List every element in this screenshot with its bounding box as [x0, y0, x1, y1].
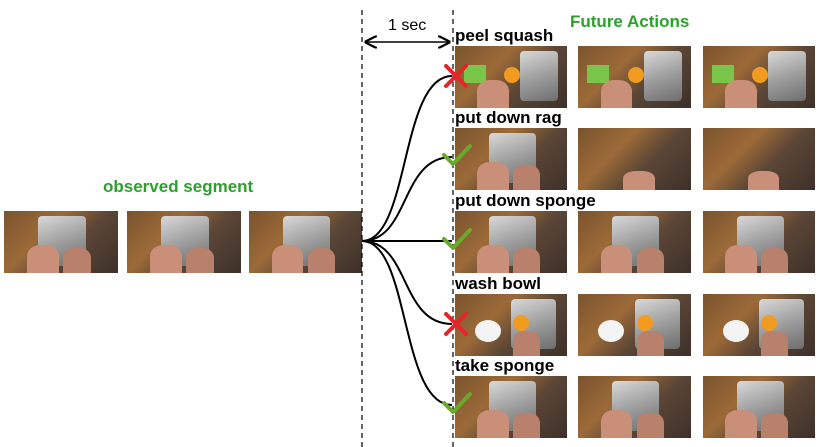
action-5-frame-2	[578, 376, 691, 438]
branch-line-2	[361, 156, 453, 242]
action-2-frame-1	[455, 128, 567, 190]
action-label-1: peel squash	[455, 26, 554, 45]
check-icon-2	[442, 144, 472, 166]
branch-lines	[361, 75, 453, 406]
status-marks	[442, 64, 472, 414]
action-5-frame-1	[455, 376, 567, 438]
branch-line-4	[361, 240, 453, 325]
action-3-frame-2	[578, 211, 691, 273]
interval-label: 1 sec	[388, 17, 427, 34]
branch-line-5	[361, 240, 453, 406]
action-4-frame-1	[455, 294, 567, 356]
observed-frame-3	[249, 211, 362, 273]
check-icon-5	[442, 392, 472, 414]
observed-segment-title: observed segment	[103, 177, 254, 196]
action-2-frame-3	[703, 128, 815, 190]
cross-icon-1	[444, 64, 468, 88]
action-4-frame-3	[703, 294, 815, 356]
action-label-3: put down sponge	[455, 191, 596, 210]
check-icon-3	[442, 228, 472, 250]
observed-frame-1	[4, 211, 118, 273]
future-actions-title: Future Actions	[570, 12, 690, 31]
branch-line-1	[361, 75, 453, 242]
cross-icon-4	[444, 312, 468, 336]
action-1-frame-2	[578, 46, 691, 108]
action-label-5: take sponge	[455, 356, 555, 375]
action-4-frame-2	[578, 294, 691, 356]
action-5-frame-3	[703, 376, 815, 438]
action-1-frame-1	[455, 46, 567, 108]
action-label-2: put down rag	[455, 108, 562, 127]
observed-frame-2	[127, 211, 241, 273]
action-label-4: wash bowl	[455, 274, 541, 293]
action-3-frame-3	[703, 211, 815, 273]
action-2-frame-2	[578, 128, 691, 190]
action-3-frame-1	[455, 211, 567, 273]
action-1-frame-3	[703, 46, 815, 108]
